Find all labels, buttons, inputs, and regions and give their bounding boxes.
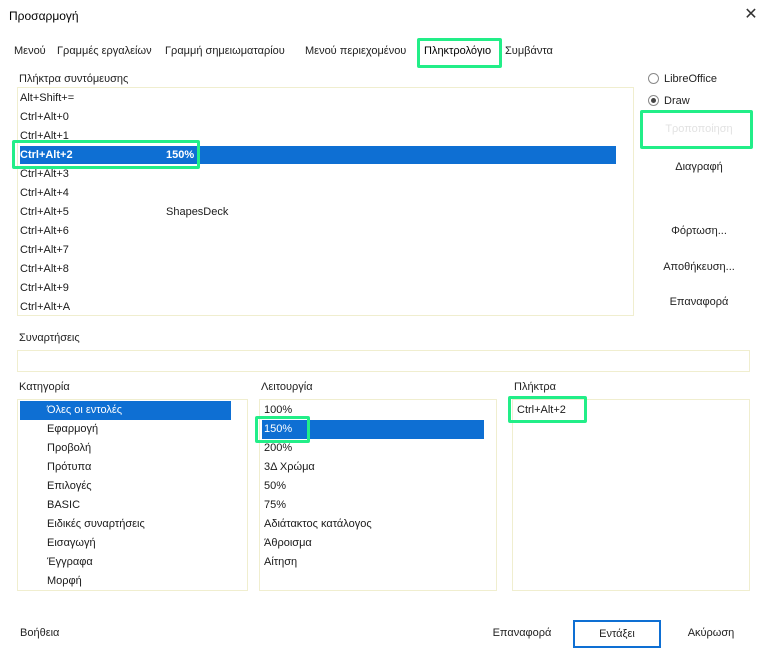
reset-bottom-button[interactable]: Επαναφορά: [492, 627, 552, 639]
tab-keyboard[interactable]: Πληκτρολόγιο: [424, 45, 492, 57]
highlight-key-item: [508, 396, 587, 423]
list-item[interactable]: Ctrl+Alt+9: [20, 282, 69, 294]
draw-radio-label: Draw: [664, 95, 690, 107]
save-button[interactable]: Αποθήκευση...: [663, 261, 735, 273]
list-item[interactable]: Alt+Shift+=: [20, 92, 75, 104]
keys-label: Πλήκτρα: [514, 381, 557, 393]
function-item[interactable]: 100%: [264, 404, 293, 416]
list-item[interactable]: Ctrl+Alt+3: [20, 168, 69, 180]
tab-context-menus[interactable]: Μενού περιεχομένου: [305, 45, 407, 57]
modify-button[interactable]: Τροποποίηση: [665, 123, 733, 135]
function-item[interactable]: Άθροισμα: [264, 537, 312, 549]
category-item[interactable]: Μορφή: [47, 575, 82, 587]
category-item[interactable]: Εφαρμογή: [47, 423, 99, 435]
cancel-button[interactable]: Ακύρωση: [687, 627, 735, 639]
reset-button[interactable]: Επαναφορά: [669, 296, 729, 308]
category-item[interactable]: Εισαγωγή: [47, 537, 96, 549]
list-item[interactable]: Ctrl+Alt+0: [20, 111, 69, 123]
function-list[interactable]: 100% 150% 200% 3Δ Χρώμα 50% 75% Αδιάτακτ…: [259, 399, 497, 591]
function-item[interactable]: 200%: [264, 442, 293, 454]
category-item[interactable]: Προβολή: [47, 442, 92, 454]
category-list[interactable]: Όλες οι εντολές Εφαρμογή Προβολή Πρότυπα…: [17, 399, 248, 591]
function-item[interactable]: Αδιάτακτος κατάλογος: [264, 518, 372, 530]
list-item[interactable]: Ctrl+Alt+8: [20, 263, 69, 275]
list-item[interactable]: Ctrl+Alt+4: [20, 187, 69, 199]
category-item[interactable]: Πρότυπα: [47, 461, 92, 473]
highlight-function-selected: [255, 416, 310, 443]
shortcut-keys-list[interactable]: Alt+Shift+= Ctrl+Alt+0 Ctrl+Alt+1 Ctrl+A…: [17, 87, 634, 316]
ok-button[interactable]: Εντάξει: [573, 620, 661, 648]
list-item[interactable]: Ctrl+Alt+7: [20, 244, 69, 256]
tab-toolbars[interactable]: Γραμμές εργαλείων: [57, 45, 152, 57]
category-item-selected[interactable]: Όλες οι εντολές: [20, 401, 231, 420]
libreoffice-radio-label: LibreOffice: [664, 73, 717, 85]
list-item[interactable]: Ctrl+Alt+6: [20, 225, 69, 237]
category-item[interactable]: Έγγραφα: [47, 556, 93, 568]
window-title: Προσαρμογή: [9, 9, 79, 23]
highlight-selected-shortcut: [12, 140, 200, 169]
keys-list[interactable]: Ctrl+Alt+2: [512, 399, 750, 591]
tab-notebookbar[interactable]: Γραμμή σημειωματαρίου: [165, 45, 285, 57]
load-button[interactable]: Φόρτωση...: [671, 225, 727, 237]
close-icon[interactable]: ✕: [744, 6, 758, 23]
function-item[interactable]: 3Δ Χρώμα: [264, 461, 315, 473]
category-item[interactable]: Ειδικές συναρτήσεις: [47, 518, 145, 530]
tab-menus[interactable]: Μενού: [14, 45, 46, 57]
help-button[interactable]: Βοήθεια: [20, 627, 60, 639]
function-item[interactable]: 50%: [264, 480, 287, 492]
function-item-selected[interactable]: 150%: [262, 420, 484, 439]
category-item[interactable]: Επιλογές: [47, 480, 92, 492]
function-label: Λειτουργία: [261, 381, 313, 393]
function-item[interactable]: 75%: [264, 499, 287, 511]
key-item[interactable]: Ctrl+Alt+2: [517, 404, 566, 416]
functions-search-input[interactable]: [17, 350, 750, 372]
delete-button[interactable]: Διαγραφή: [675, 161, 723, 173]
category-label: Κατηγορία: [19, 381, 70, 393]
function-item[interactable]: Αίτηση: [264, 556, 298, 568]
highlight-keyboard-tab: [417, 38, 502, 68]
shortcut-keys-label: Πλήκτρα συντόμευσης: [19, 73, 129, 85]
category-item[interactable]: BASIC: [47, 499, 81, 511]
list-item[interactable]: Ctrl+Alt+A: [20, 301, 71, 313]
tab-events[interactable]: Συμβάντα: [505, 45, 553, 57]
functions-label: Συναρτήσεις: [19, 332, 80, 344]
highlight-modify-button: [640, 110, 753, 149]
draw-radio[interactable]: [648, 95, 659, 106]
list-item[interactable]: Ctrl+Alt+1: [20, 130, 69, 142]
libreoffice-radio[interactable]: [648, 73, 659, 84]
